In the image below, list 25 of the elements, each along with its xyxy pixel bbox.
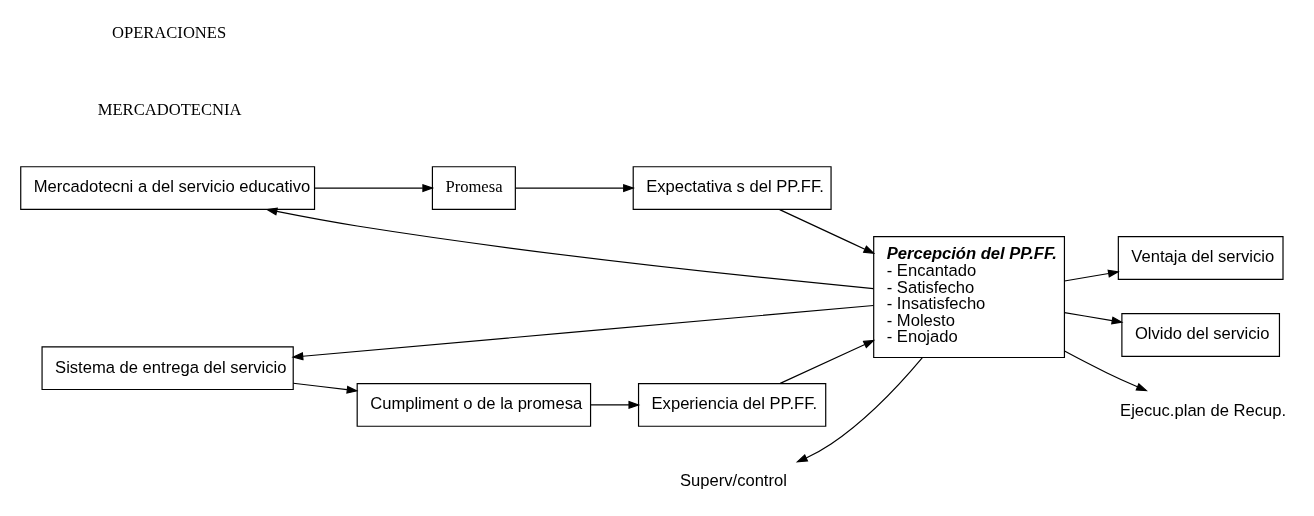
node-box: Ventaja del servicio [1117, 236, 1284, 280]
label: OPERACIONES [111, 23, 226, 43]
node-text: Superv/control [679, 471, 787, 491]
arrow [1063, 312, 1123, 325]
arrow [1063, 350, 1148, 392]
node-box: Olvido del servicio [1120, 313, 1280, 357]
arrow [778, 209, 875, 255]
arrow [265, 207, 874, 290]
node-box: Cumpliment o de la promesa [356, 383, 591, 427]
arrow [292, 382, 358, 394]
node-box: Experiencia del PP.FF. [637, 383, 826, 427]
node-box: Promesa [431, 166, 516, 210]
node-box: Percepción del PP.FF. - Encantado - Satisfecho - Insatisfecho - Molesto - Enojado [872, 236, 1065, 359]
arrow [779, 339, 875, 384]
label: MERCADOTECNIA [97, 100, 241, 120]
arrow [589, 400, 640, 410]
node-box: Sistema de entrega del servicio [40, 346, 294, 391]
arrow [290, 304, 874, 361]
arrow [313, 183, 434, 193]
arrow [795, 356, 923, 463]
node-box: Expectativa s del PP.FF. [632, 166, 832, 210]
node-text: Ejecuc.plan de Recup. [1119, 401, 1286, 421]
arrow [1063, 269, 1120, 282]
arrow [514, 183, 635, 193]
node-box: Mercadotecni a del servicio educativo [19, 166, 315, 210]
